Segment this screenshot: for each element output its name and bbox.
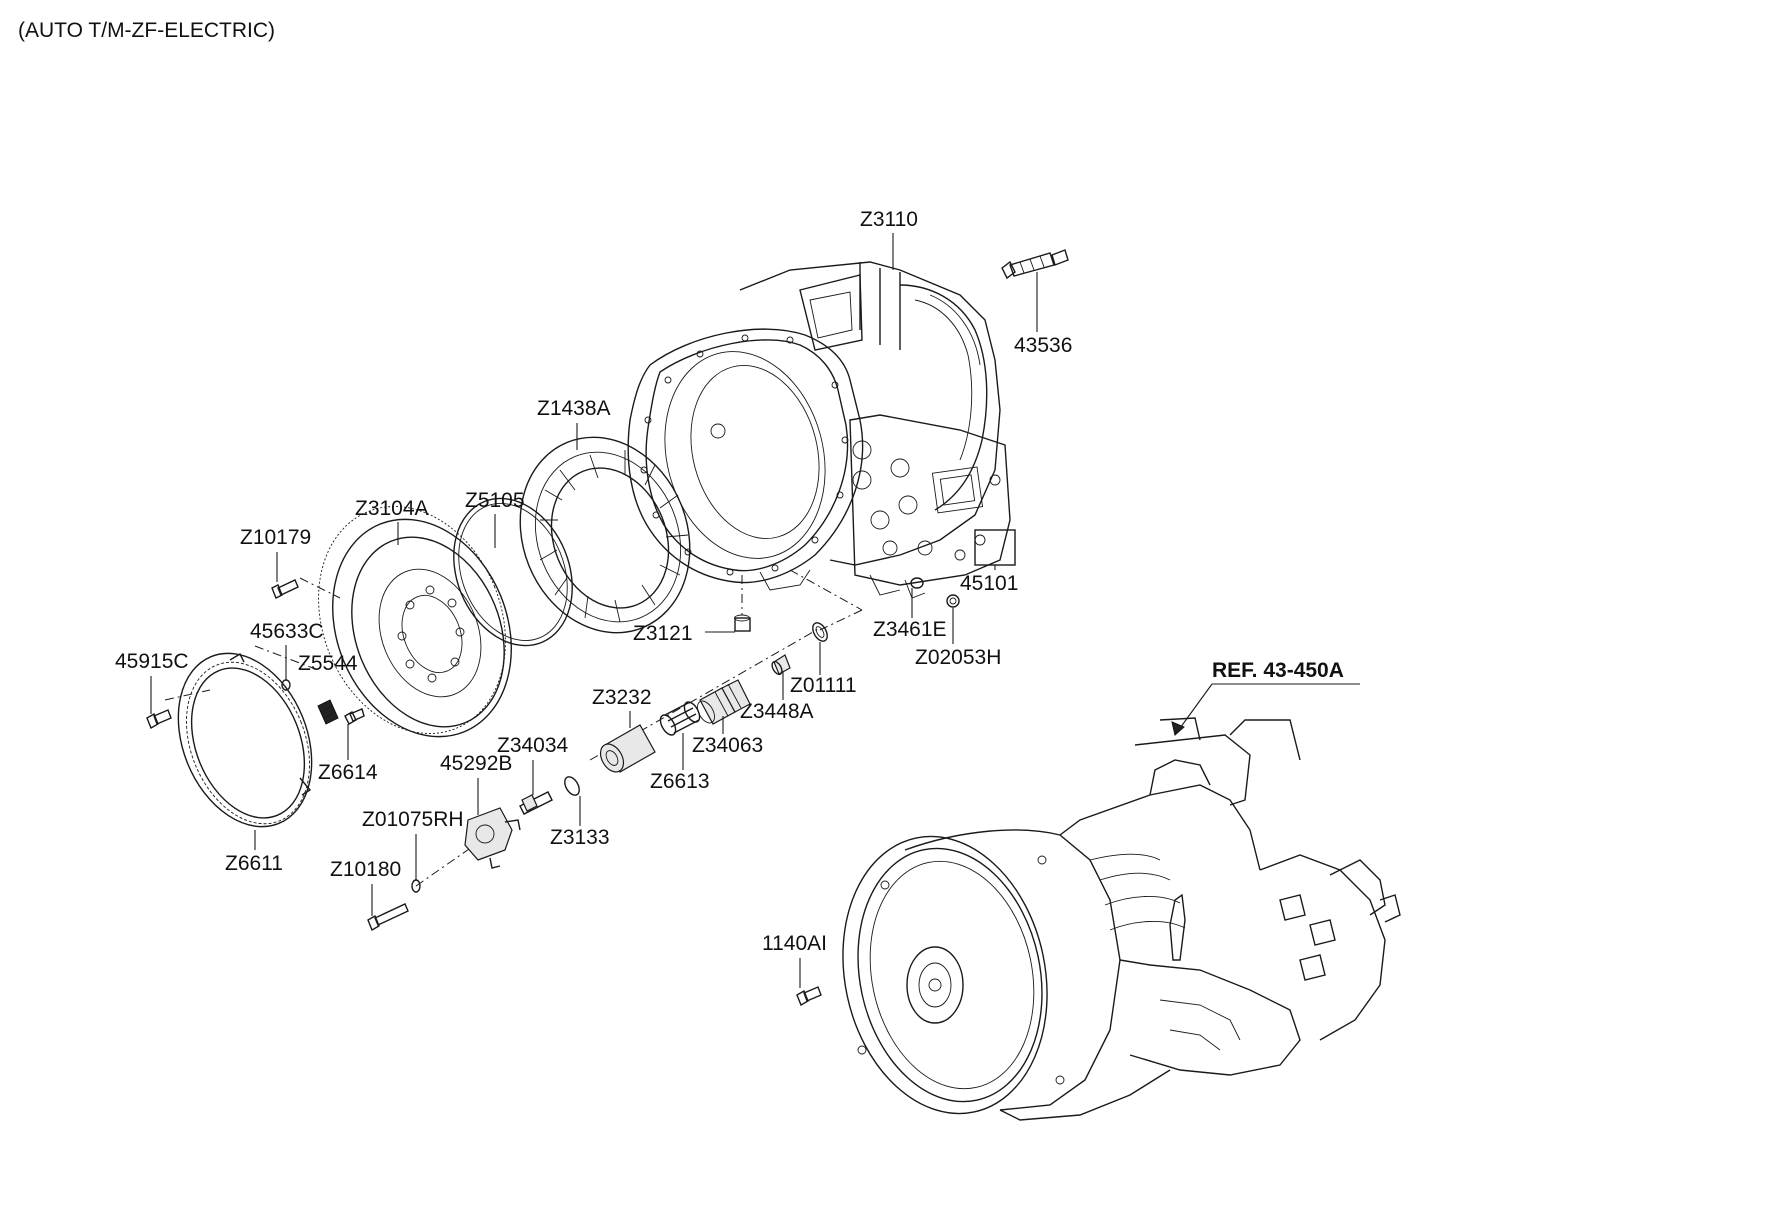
part-label-45101: 45101 bbox=[960, 572, 1018, 595]
part-label-z02053h: Z02053H bbox=[915, 646, 1001, 669]
diagram-title: (AUTO T/M-ZF-ELECTRIC) bbox=[18, 19, 275, 42]
part-label-z5105: Z5105 bbox=[465, 489, 525, 512]
part-label-z6614: Z6614 bbox=[318, 761, 378, 784]
part-label-z3461e: Z3461E bbox=[873, 618, 947, 641]
part-label-z10179: Z10179 bbox=[240, 526, 311, 549]
o-ring-z3133-drawing bbox=[564, 776, 580, 796]
spring-z5544-drawing bbox=[317, 699, 339, 725]
spring-z6613-drawing bbox=[659, 701, 701, 736]
transmission-housing-drawing bbox=[627, 261, 1011, 599]
ring-z01111-drawing bbox=[812, 622, 828, 642]
housing-45292b-drawing bbox=[464, 807, 521, 869]
part-label-z34063: Z34063 bbox=[692, 734, 763, 757]
part-label-45292b: 45292B bbox=[440, 752, 512, 775]
part-label-43536: 43536 bbox=[1014, 334, 1072, 357]
part-label-z5544: Z5544 bbox=[298, 652, 358, 675]
pin-z34034-drawing bbox=[519, 791, 553, 815]
retarder-rotor-drawing bbox=[318, 506, 512, 738]
part-label-45915c: 45915C bbox=[115, 650, 189, 673]
piston-z3232-drawing bbox=[599, 724, 656, 773]
spool-z34063-drawing bbox=[697, 679, 751, 725]
part-label-z3232: Z3232 bbox=[592, 686, 652, 709]
part-label-z01111: Z01111 bbox=[790, 674, 857, 697]
part-label-z3448a: Z3448A bbox=[740, 700, 814, 723]
bolt-1140ai-drawing bbox=[796, 986, 822, 1007]
part-label-z6613: Z6613 bbox=[650, 770, 710, 793]
plug-z3121-drawing bbox=[734, 614, 751, 632]
plug-z02053h-drawing bbox=[946, 594, 960, 608]
part-label-z01075rh: Z01075RH bbox=[362, 808, 464, 831]
part-label-z3110: Z3110 bbox=[860, 208, 918, 231]
assembled-transmission-drawing bbox=[842, 717, 1401, 1121]
part-label-z1438a: Z1438A bbox=[537, 397, 611, 420]
bolt-z10180-drawing bbox=[367, 903, 409, 932]
speed-sensor-drawing bbox=[1001, 249, 1069, 280]
part-label-45633c: 45633C bbox=[250, 620, 324, 643]
reference-arrow-icon bbox=[1171, 721, 1185, 736]
ring-45633c-drawing bbox=[281, 679, 291, 691]
cap-z3448a-drawing bbox=[771, 654, 791, 676]
part-label-z6611: Z6611 bbox=[225, 852, 283, 875]
reference-label[interactable]: REF. 43-450A bbox=[1212, 659, 1344, 682]
heat-shield-drawing bbox=[519, 436, 691, 634]
tone-ring-z6611-drawing bbox=[177, 652, 313, 828]
washer-z3461e-drawing bbox=[910, 577, 924, 589]
bolt-45915c-drawing bbox=[146, 709, 172, 730]
part-label-1140ai: 1140AI bbox=[762, 932, 827, 955]
bolt-z10179-drawing bbox=[271, 579, 299, 599]
o-ring-large-drawing bbox=[453, 497, 573, 647]
part-label-z3121: Z3121 bbox=[633, 622, 693, 645]
part-label-z34034: Z34034 bbox=[497, 734, 569, 757]
part-label-z3133: Z3133 bbox=[550, 826, 610, 849]
bolt-z6614-drawing bbox=[344, 708, 365, 725]
part-label-z10180: Z10180 bbox=[330, 858, 401, 881]
part-label-z3104a: Z3104A bbox=[355, 497, 429, 520]
